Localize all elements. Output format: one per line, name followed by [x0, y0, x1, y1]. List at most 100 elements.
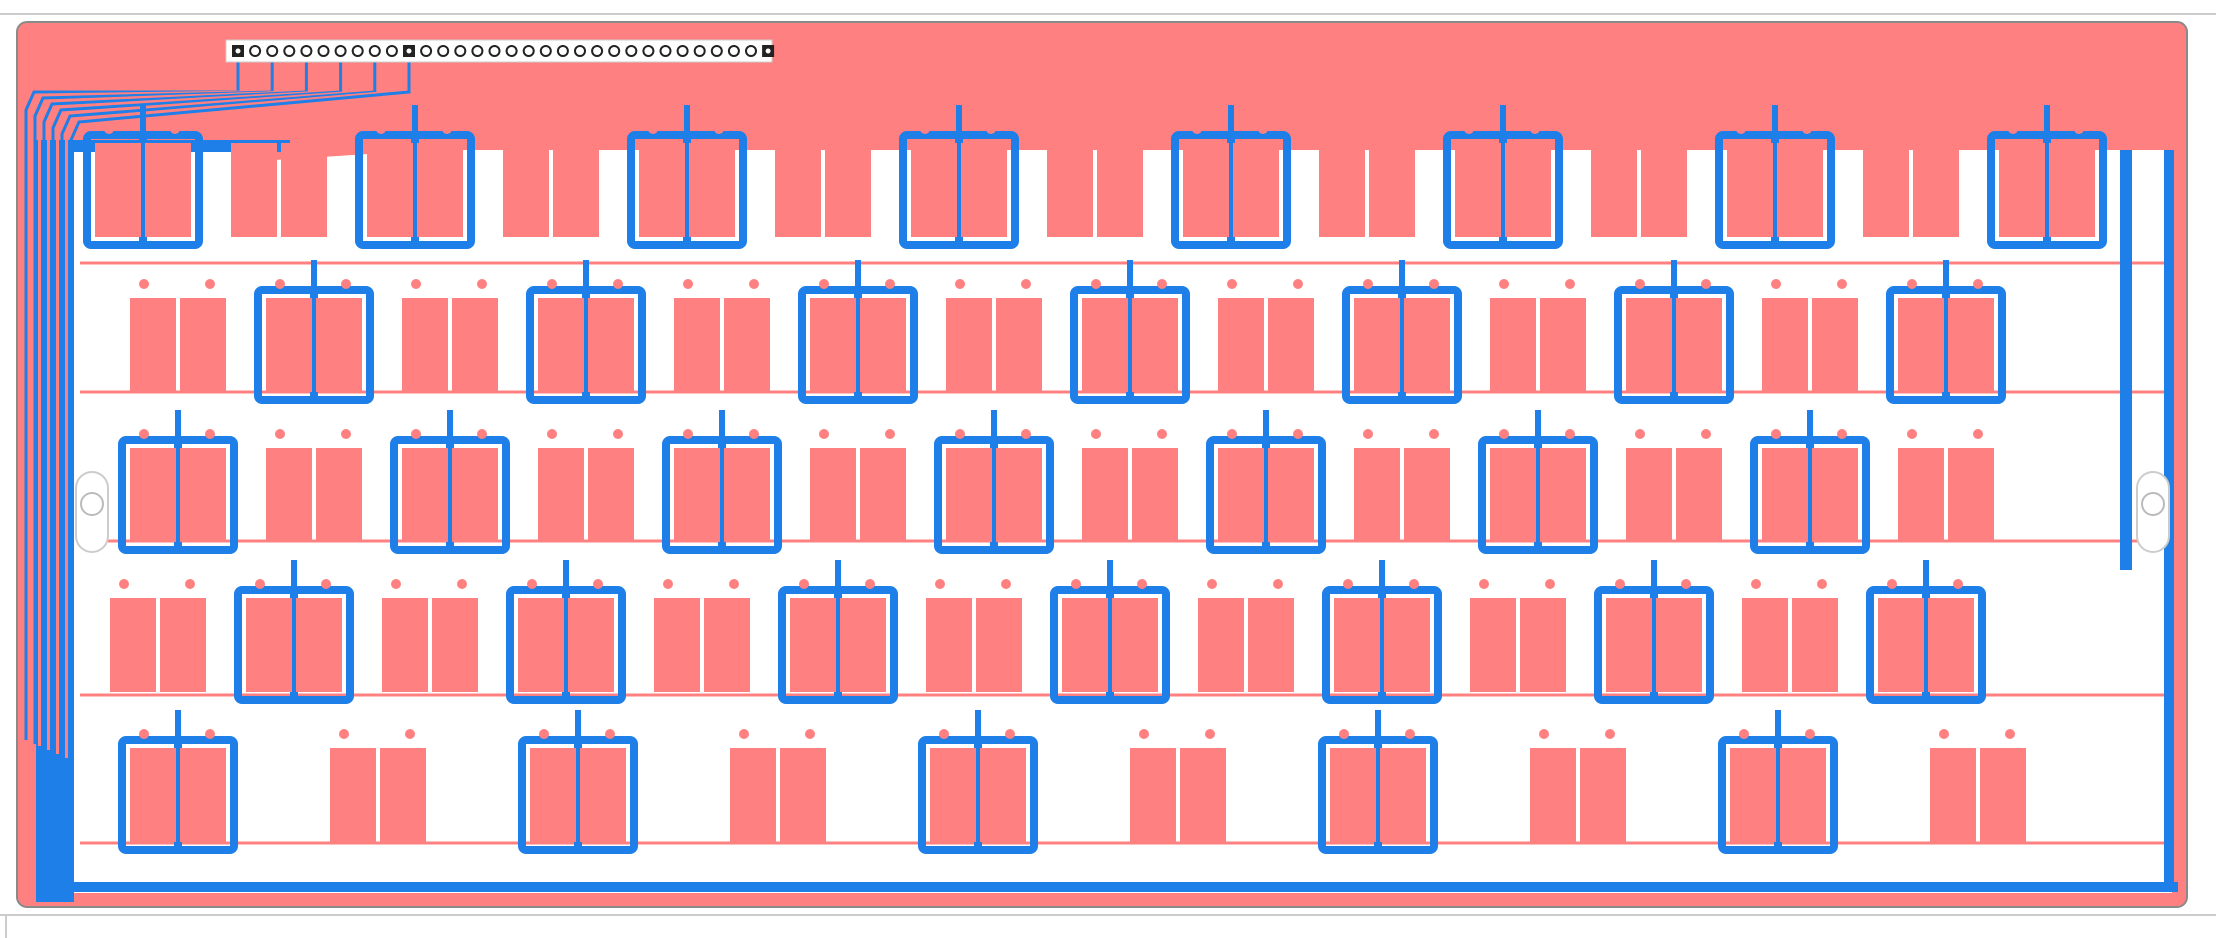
key-pad-right — [704, 598, 750, 692]
switch-trace-bridge — [1524, 492, 1552, 498]
key-pad-right — [1948, 298, 1994, 392]
key-pad-left — [1198, 598, 1244, 692]
key-pad-right — [1948, 448, 1994, 542]
key-pad-left — [1455, 143, 1501, 237]
key-via — [139, 279, 149, 289]
key-via — [1771, 429, 1781, 439]
key-via — [1545, 579, 1555, 589]
key-pad-right — [568, 598, 614, 692]
key-via — [1157, 429, 1167, 439]
key-via — [1701, 279, 1711, 289]
switch-trace-bridge — [1096, 642, 1124, 648]
key-via — [512, 124, 522, 134]
connector-pin-round — [283, 45, 296, 57]
key-via — [139, 429, 149, 439]
key-via — [1464, 124, 1474, 134]
key-pad-left — [639, 143, 685, 237]
key-via — [1539, 729, 1549, 739]
key-via — [1258, 124, 1268, 134]
key-pad-left — [1999, 143, 2045, 237]
key-pad-right — [996, 298, 1042, 392]
key-via — [1499, 279, 1509, 289]
switch-trace-bridge — [129, 187, 157, 193]
key-via — [663, 579, 673, 589]
switch-trace-bridge — [708, 492, 736, 498]
key-pad-left — [946, 298, 992, 392]
key-pad-left — [1334, 598, 1380, 692]
key-pad-left — [402, 448, 448, 542]
key-via — [170, 124, 180, 134]
key-via — [527, 579, 537, 589]
key-via — [578, 124, 588, 134]
key-pad-left — [1490, 298, 1536, 392]
connector-pin-round — [471, 45, 484, 57]
key-pad-right — [1132, 298, 1178, 392]
fanout-trace — [69, 60, 411, 760]
key-via — [1771, 279, 1781, 289]
key-pad-left — [1626, 298, 1672, 392]
fanout-trace — [56, 60, 360, 754]
switch-trace-bridge — [572, 342, 600, 348]
key-pad-right — [1812, 298, 1858, 392]
key-via — [1429, 429, 1439, 439]
key-via — [739, 729, 749, 739]
key-via — [729, 579, 739, 589]
key-pad-right — [689, 143, 735, 237]
key-pad-left — [775, 143, 821, 237]
key-via — [935, 579, 945, 589]
key-pad-right — [1780, 748, 1826, 842]
key-via — [139, 729, 149, 739]
key-pad-left — [330, 748, 376, 842]
key-via — [1328, 124, 1338, 134]
key-pad-left — [402, 298, 448, 392]
key-pad-left — [1082, 298, 1128, 392]
key-via — [2005, 729, 2015, 739]
key-pad-left — [1878, 598, 1924, 692]
key-pad-right — [860, 298, 906, 392]
key-pad-left — [674, 448, 720, 542]
key-pad-left — [130, 748, 176, 842]
key-pad-right — [1404, 298, 1450, 392]
switch-trace-bridge — [300, 342, 328, 348]
key-via — [185, 579, 195, 589]
key-via — [1363, 429, 1373, 439]
connector-pin-round — [317, 45, 330, 57]
key-pad-left — [1762, 298, 1808, 392]
key-via — [275, 279, 285, 289]
key-via — [1479, 579, 1489, 589]
key-via — [341, 279, 351, 289]
key-via — [1273, 579, 1283, 589]
key-via — [1817, 579, 1827, 589]
switch-trace-bridge — [1932, 342, 1960, 348]
ground-pour-left — [36, 140, 74, 902]
key-pad-left — [382, 598, 428, 692]
connector-pin-round — [249, 45, 262, 57]
key-via — [1343, 579, 1353, 589]
connector-pin-round — [351, 45, 364, 57]
key-pad-left — [810, 448, 856, 542]
key-via — [1227, 429, 1237, 439]
switch-trace-bridge — [1252, 492, 1280, 498]
switch-trace-bridge — [564, 792, 592, 798]
key-via — [547, 429, 557, 439]
key-via — [955, 279, 965, 289]
key-pad-left — [231, 143, 277, 237]
switch-trace-bridge — [1761, 187, 1789, 193]
ground-bus-bottom — [70, 882, 2178, 892]
key-via — [1938, 124, 1948, 134]
switch-trace-bridge — [673, 187, 701, 193]
connector-pin-round — [300, 45, 313, 57]
key-via — [593, 579, 603, 589]
connector-pin-round — [727, 45, 740, 57]
key-pad-right — [1812, 448, 1858, 542]
key-via — [2074, 124, 2084, 134]
key-via — [749, 429, 759, 439]
connector-header[interactable] — [225, 39, 775, 63]
key-via — [205, 279, 215, 289]
key-pad-left — [1606, 598, 1652, 692]
connector-pin-round — [522, 45, 535, 57]
key-pad-left — [538, 448, 584, 542]
key-pad-left — [1218, 448, 1264, 542]
connector-pin-round — [420, 45, 433, 57]
